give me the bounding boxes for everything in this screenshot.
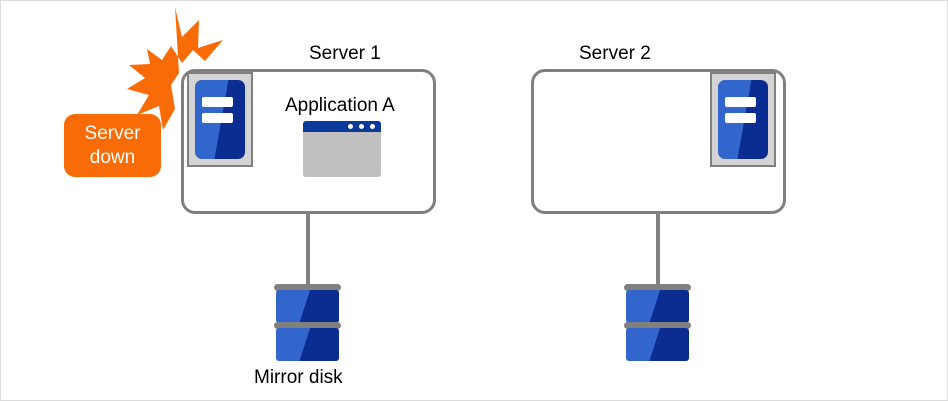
server-1-server-unit-icon <box>187 72 253 167</box>
server-slot-bar <box>202 96 233 107</box>
server-down-badge: Server down <box>64 114 161 177</box>
disk-platter <box>626 290 689 323</box>
disk-platter <box>276 290 339 323</box>
server-down-badge-line1: Server <box>84 122 141 144</box>
server-2-server-unit-icon <box>710 72 776 167</box>
window-dot <box>359 124 364 129</box>
mirror-disk-icon <box>274 284 341 367</box>
server-tower-glyph <box>718 80 768 159</box>
server-2-disk-connector <box>656 213 660 287</box>
disk-cap <box>624 284 691 291</box>
server-2-title: Server 2 <box>579 43 651 64</box>
window-dot <box>370 124 375 129</box>
disk-platter <box>276 328 339 361</box>
server-tower-glyph <box>195 80 245 159</box>
disk-cap <box>624 322 691 329</box>
application-window-titlebar <box>303 121 381 132</box>
server-down-badge-line2: down <box>89 146 136 168</box>
mirror-disk-icon <box>624 284 691 367</box>
application-window-icon <box>303 121 381 177</box>
disk-cap <box>274 322 341 329</box>
disk-cap <box>274 284 341 291</box>
server-slot-bar <box>725 96 756 107</box>
server-slot-bar <box>725 113 756 124</box>
server-slot-bar <box>202 113 233 124</box>
server-1-title: Server 1 <box>309 43 381 64</box>
disk-platter <box>626 328 689 361</box>
mirror-disk-label: Mirror disk <box>254 367 343 388</box>
server-1-disk-connector <box>306 213 310 287</box>
application-a-label: Application A <box>285 95 395 116</box>
window-dot <box>348 124 353 129</box>
